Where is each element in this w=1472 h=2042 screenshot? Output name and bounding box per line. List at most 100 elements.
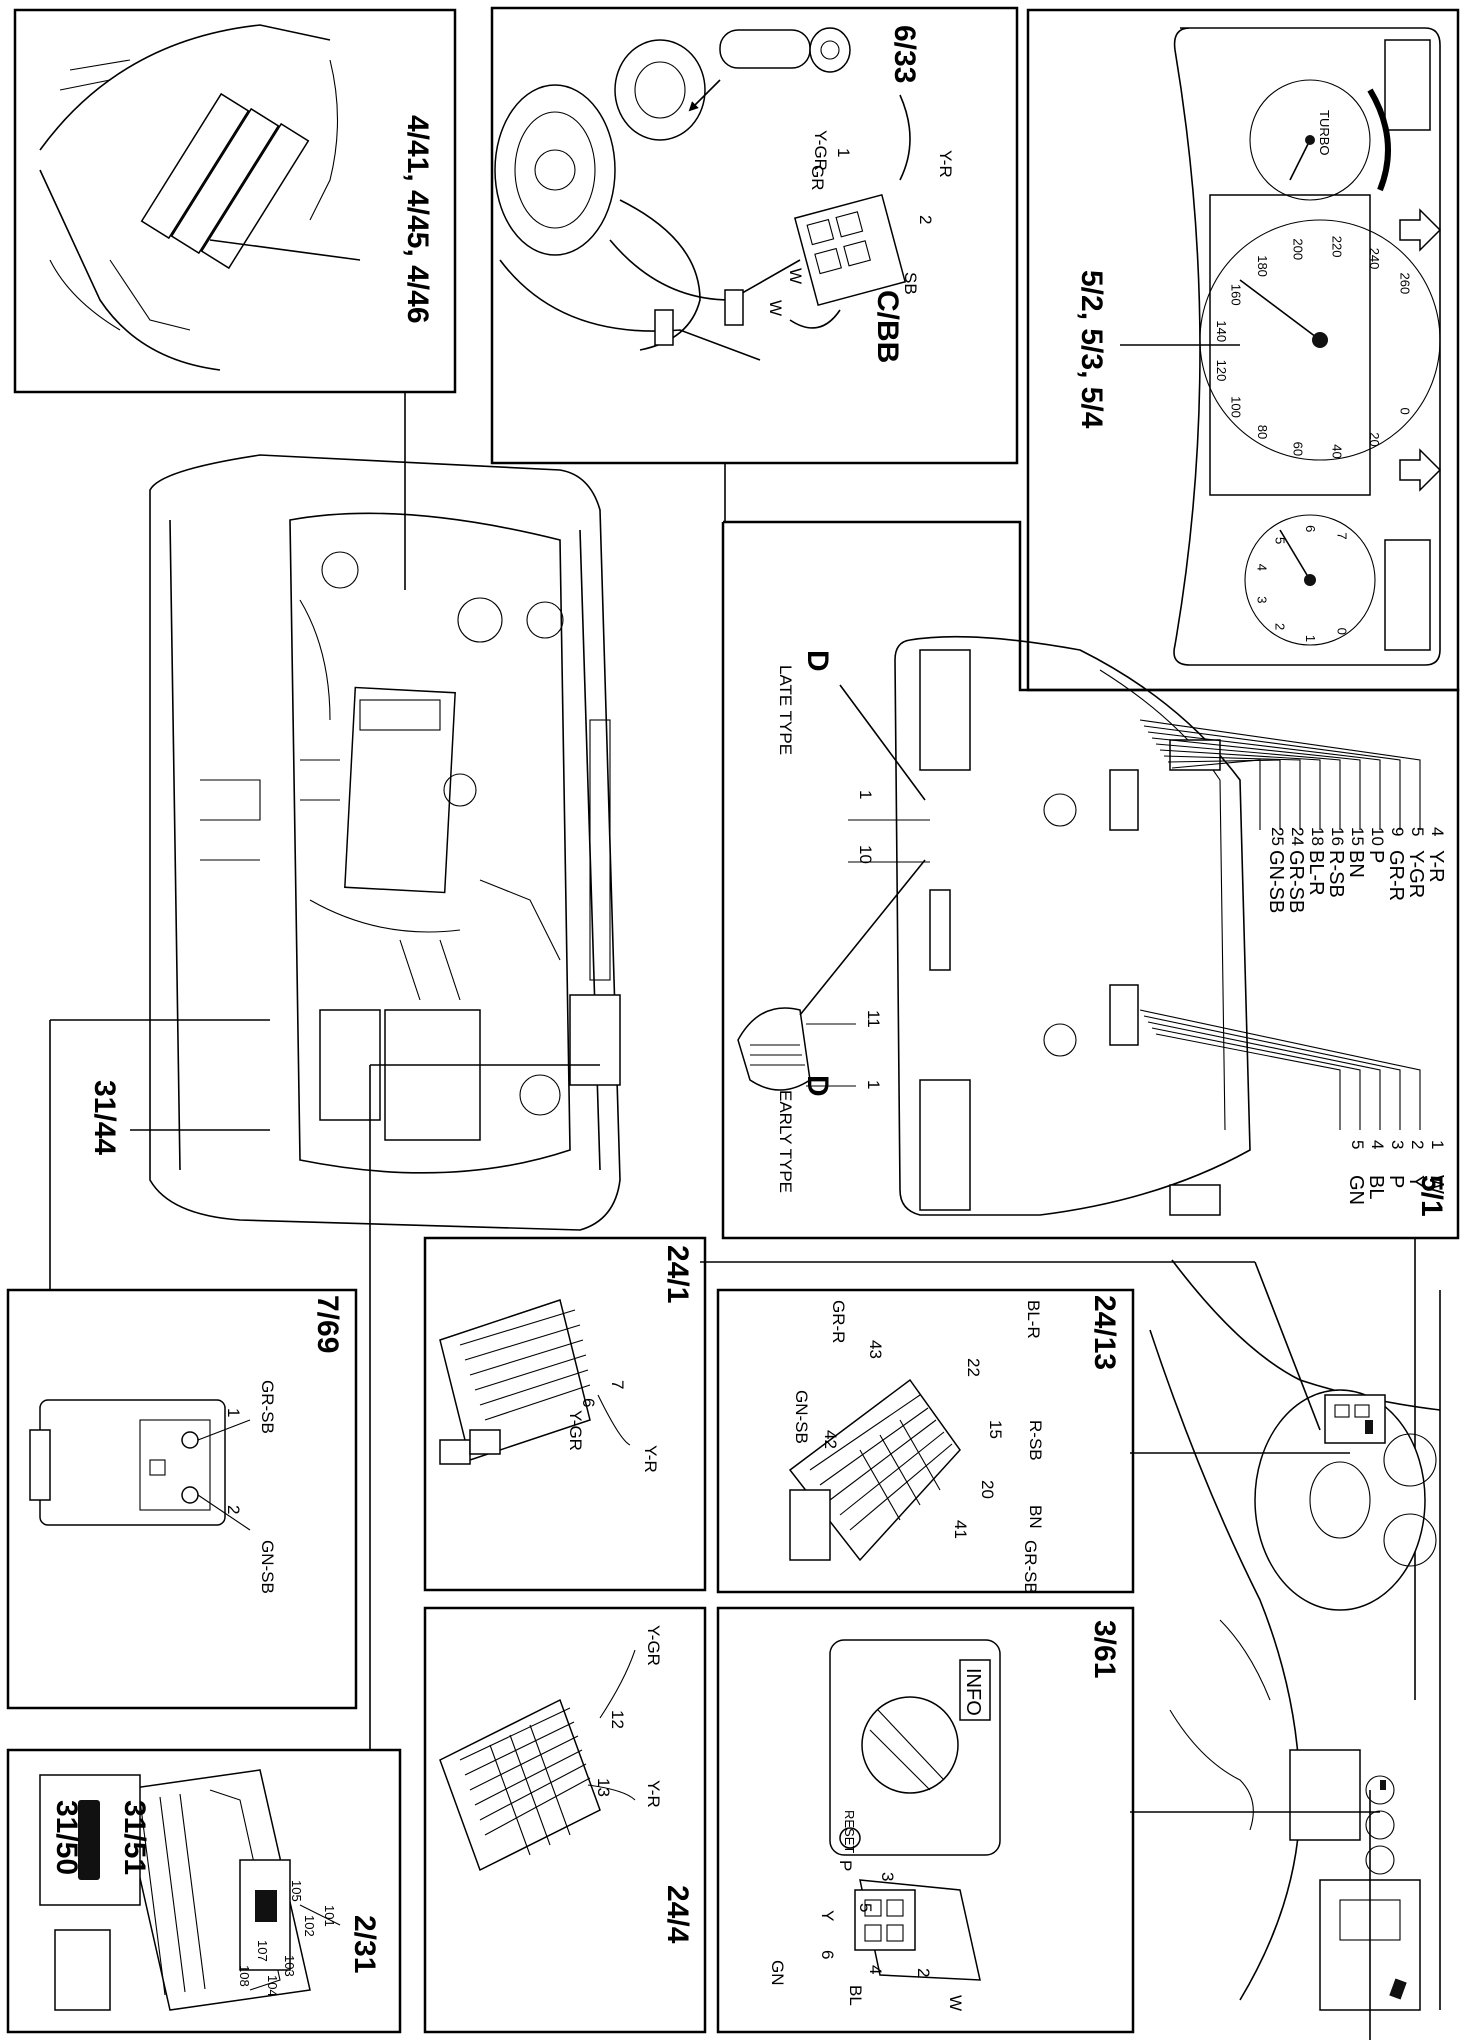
upper-wire-pin: 15: [1348, 827, 1367, 846]
sensor-wire-label: Y-R: [936, 150, 955, 178]
late-pin-label: 1: [856, 790, 875, 799]
speed-tick: 140: [1214, 320, 1229, 342]
module-slot: 105: [289, 1880, 304, 1902]
conn-24-4-wire-line: [599, 1649, 636, 1719]
upper-wire-line: [1163, 755, 1301, 830]
upper-wire-line: [1143, 725, 1401, 830]
info-button-frame: [959, 1659, 991, 1721]
connector-24-13-illustration: [788, 1378, 961, 1562]
warning-lamp-block: [1384, 539, 1431, 651]
engine-bay-illustration: [149, 454, 621, 1231]
module-slot: 101: [322, 1905, 337, 1927]
upper-wire-pin: 18: [1308, 827, 1327, 846]
sensor-wire-label: GR: [808, 165, 827, 191]
panel-5-1: [721, 520, 1460, 1240]
conn-24-13-wire: R-SB: [1026, 1420, 1045, 1461]
lower-wire-line: [1155, 1033, 1341, 1130]
conn-24-4-wire: Y-R: [644, 1780, 663, 1808]
module-leader: [299, 1904, 341, 1926]
connector-24-1-illustration: [439, 1299, 591, 1465]
label-5-2: 5/2, 5/3, 5/4: [1075, 270, 1108, 429]
upper-wire-line: [1139, 719, 1421, 830]
lower-wire-color: P: [1385, 1175, 1407, 1188]
speed-tick: 100: [1228, 396, 1243, 418]
upper-wire-line: [1171, 759, 1261, 830]
switch-pin-label: 1: [224, 1408, 243, 1417]
label-31-51: 31/51: [118, 1800, 151, 1875]
info-conn-pin: 3: [878, 1872, 897, 1881]
sensor-wire-labels: Y-GR 1 Y-R 2 GR W W SB: [766, 130, 955, 316]
lower-wire-color: BL: [1365, 1175, 1387, 1199]
upper-wire-line: [1155, 743, 1341, 830]
speedometer: [1199, 219, 1441, 461]
module-slot: 108: [237, 1965, 252, 1987]
conn-24-13-wire: GR-SB: [1021, 1540, 1040, 1594]
speed-tick: 180: [1255, 255, 1270, 277]
upper-wire-line: [1167, 759, 1281, 830]
speed-tick: 160: [1228, 284, 1243, 306]
sensor-wire-label: SB: [901, 272, 920, 295]
early-type-connector: [737, 1007, 811, 1091]
info-knob: [861, 1696, 959, 1794]
lower-wire-color: W: [1425, 1175, 1447, 1194]
rpm-tick: 6: [1303, 525, 1318, 532]
speed-tick: 0: [1397, 407, 1412, 414]
label-cbb: C/BB: [871, 290, 904, 363]
lower-wire-lines: [1139, 1009, 1421, 1130]
upper-wire-color: Y-GR: [1405, 850, 1427, 898]
turbo-label: TURBO: [1317, 110, 1332, 156]
label-31-50: 31/50: [50, 1800, 83, 1875]
lower-wire-pin: 2: [1408, 1140, 1427, 1149]
conn-24-13-pin: 42: [821, 1430, 840, 1449]
lower-wire-pin: 4: [1368, 1140, 1387, 1149]
info-conn-pin: 4: [866, 1965, 885, 1974]
panel-2-31: [6, 1748, 402, 2034]
module-slot: 104: [265, 1975, 280, 1997]
conn-24-1-wire: Y-R: [641, 1445, 660, 1473]
conn-24-13-pin: 15: [986, 1420, 1005, 1439]
control-module-illustration: [54, 1769, 311, 2011]
lower-wire-line: [1139, 1009, 1421, 1130]
dashboard-illustration: [1149, 1259, 1441, 2011]
speed-tick: 220: [1330, 236, 1345, 258]
conn-24-4-pin: 12: [608, 1710, 627, 1729]
late-pin-label: 10: [856, 845, 875, 864]
sensor-wire-label: W: [786, 268, 805, 284]
label-3-61: 3/61: [1088, 1620, 1121, 1678]
upper-wire-pin: 5: [1408, 827, 1427, 836]
turn-arrow-icon: [1399, 208, 1442, 252]
upper-wire-lines: [1139, 719, 1421, 830]
late-type-pointer: [839, 684, 926, 801]
upper-wire-color: R-SB: [1325, 850, 1347, 898]
relay-illustration: [39, 24, 339, 371]
bulb-holder-row: [919, 649, 971, 771]
upper-wire-line: [1159, 749, 1321, 830]
conn-24-13-wire: GN-SB: [792, 1390, 811, 1444]
panel-24-1: [423, 1236, 707, 1592]
dash-cluster: [1324, 1394, 1386, 1444]
conn-24-1-pin: 6: [579, 1398, 598, 1407]
connector-24-4-illustration: [439, 1698, 601, 1872]
switch-wire-line: [197, 1494, 251, 1531]
label-7-69: 7/69: [311, 1295, 344, 1353]
turn-arrow-icon: [1399, 448, 1442, 492]
upper-wire-pin: 25: [1268, 827, 1287, 846]
upper-wire-pin: 24: [1288, 827, 1307, 846]
lower-wire-line: [1147, 1021, 1381, 1130]
rpm-tick: 1: [1303, 635, 1318, 642]
warning-lamp-block: [1384, 39, 1431, 131]
conn-24-13-pin: 41: [951, 1520, 970, 1539]
info-conn-pin: 5: [856, 1903, 875, 1912]
rpm-tick: 2: [1273, 623, 1288, 630]
speed-tick: 20: [1367, 432, 1382, 446]
info-conn-pin: 6: [818, 1950, 837, 1959]
upper-wire-color: GR-R: [1385, 850, 1407, 901]
conn-24-1-pin: 7: [608, 1380, 627, 1389]
reset-button[interactable]: [839, 1827, 861, 1849]
conn-24-13-wire: BN: [1026, 1505, 1045, 1529]
connector-plug: [1169, 739, 1221, 771]
module-slot: 107: [255, 1940, 270, 1962]
info-conn-wire: BL: [846, 1985, 865, 2006]
